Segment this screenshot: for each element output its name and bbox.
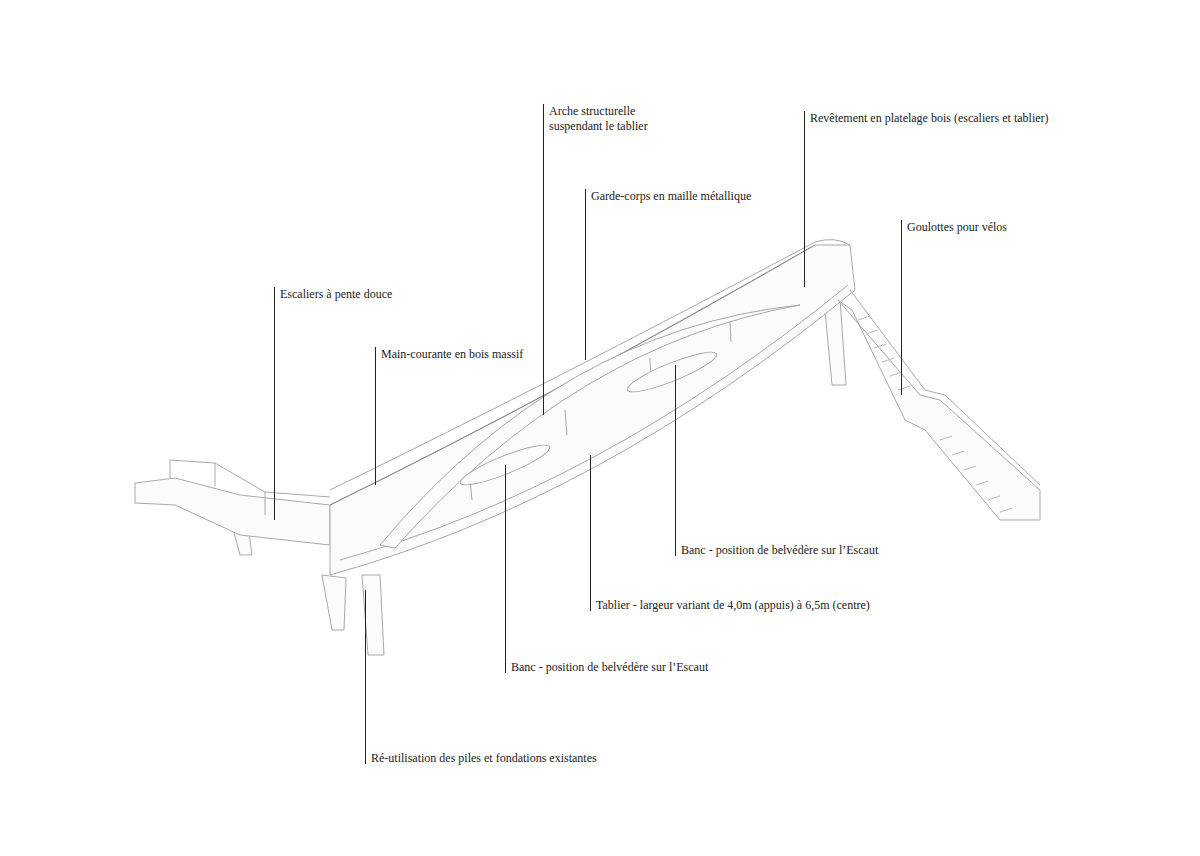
callout-label: Ré-utilisation des piles et fondations e…: [371, 751, 597, 766]
pier: [322, 575, 346, 630]
leader-lines: [275, 104, 902, 764]
bench: [624, 346, 720, 399]
deck: [330, 245, 855, 575]
callout-label: Revêtement en platelage bois (escaliers …: [810, 111, 1049, 126]
left-stairs: [135, 478, 330, 545]
callout-label: Arche structurelle suspendant le tablier: [549, 104, 669, 134]
callout-label: Escaliers à pente douce: [280, 287, 392, 302]
callout-label: Tablier - largeur variant de 4,0m (appui…: [596, 598, 870, 613]
callout-label: Banc - position de belvédère sur l’Escau…: [511, 660, 708, 675]
callout-label: Garde-corps en maille métallique: [591, 189, 751, 204]
callout-label: Main-courante en bois massif: [381, 347, 523, 362]
callout-label: Goulottes pour vélos: [907, 220, 1007, 235]
callout-label: Banc - position de belvédère sur l’Escau…: [681, 543, 878, 558]
right-stairs: [838, 300, 1040, 520]
